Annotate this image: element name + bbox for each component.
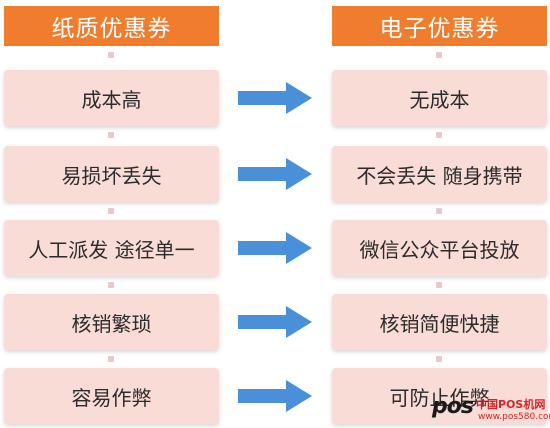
connector-dot xyxy=(108,356,114,362)
electronic-coupon-item: 可防止作弊 xyxy=(332,368,547,424)
arrow-right-icon xyxy=(238,306,312,338)
connector-dot xyxy=(436,356,442,362)
paper-coupon-item: 成本高 xyxy=(4,70,219,126)
paper-coupon-item: 核销繁琐 xyxy=(4,294,219,350)
arrow-right-icon xyxy=(238,380,312,412)
electronic-coupon-item: 无成本 xyxy=(332,70,547,126)
arrow-right-icon xyxy=(238,232,312,264)
connector-dot xyxy=(108,282,114,288)
watermark-title: 中国POS机网 xyxy=(476,398,546,411)
header-paper-coupon: 纸质优惠券 xyxy=(4,6,219,46)
paper-coupon-item: 人工派发 途径单一 xyxy=(4,220,219,276)
arrow-right-icon xyxy=(238,158,312,190)
electronic-coupon-item: 微信公众平台投放 xyxy=(332,220,547,276)
connector-dot xyxy=(108,52,114,58)
paper-coupon-item: 易损坏丢失 xyxy=(4,146,219,202)
connector-dot xyxy=(436,282,442,288)
connector-dot xyxy=(108,132,114,138)
paper-coupon-item: 容易作弊 xyxy=(4,368,219,424)
watermark-url: www.pos580.com xyxy=(478,412,550,422)
pos-logo: pos xyxy=(432,394,474,419)
connector-dot xyxy=(436,132,442,138)
connector-dot xyxy=(436,52,442,58)
connector-dot xyxy=(436,208,442,214)
pos-watermark: pos 中国POS机网 www.pos580.com xyxy=(432,392,550,428)
connector-dot xyxy=(108,208,114,214)
header-electronic-coupon: 电子优惠券 xyxy=(332,6,547,46)
arrow-right-icon xyxy=(238,82,312,114)
electronic-coupon-item: 不会丢失 随身携带 xyxy=(332,146,547,202)
electronic-coupon-item: 核销简便快捷 xyxy=(332,294,547,350)
